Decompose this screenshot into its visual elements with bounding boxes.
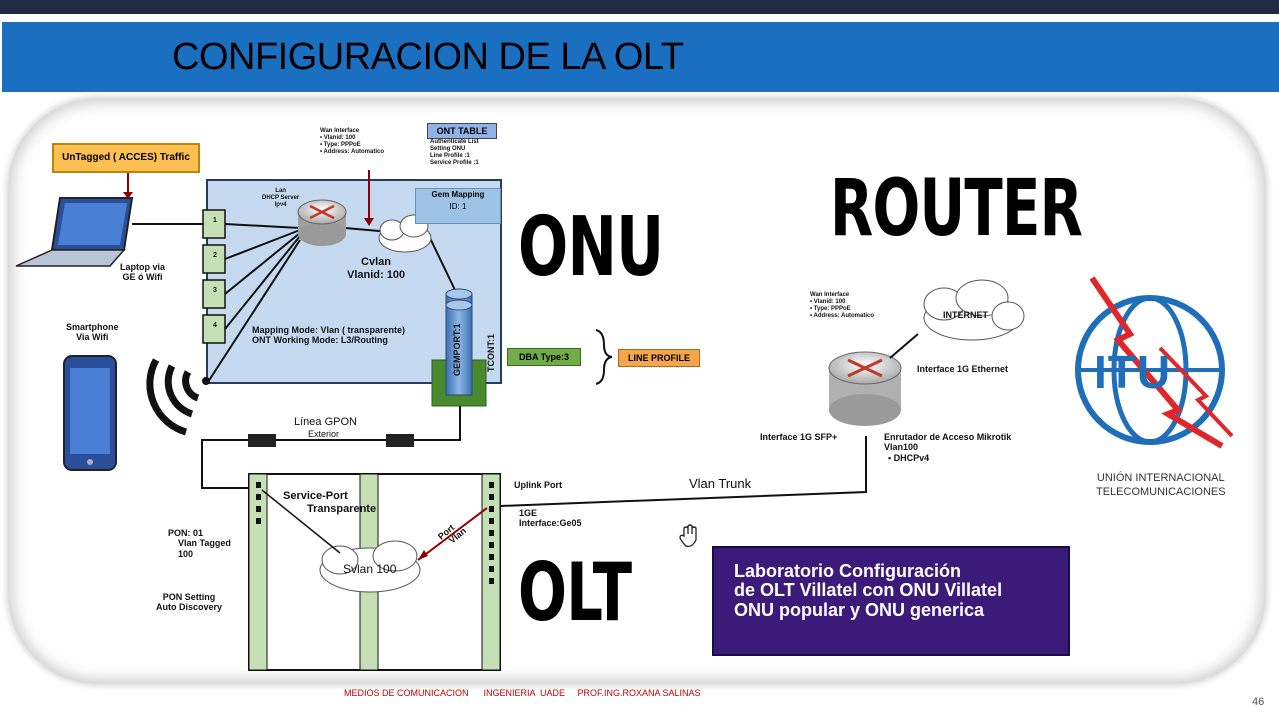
interface-1g-ethernet-label: Interface 1G Ethernet [917,364,1009,374]
mikrotik-router-icon [828,351,902,426]
olt-pon-stripe [248,473,268,671]
gpon-line [201,406,461,489]
page-number: 46 [1252,696,1265,708]
cvlan-label: Cvlan Vlanid: 100 [347,256,406,281]
itu-logo-text: ITU [1094,346,1172,398]
top-bar-divider [0,14,1279,18]
olt-heading: OLT [518,546,632,639]
itu-caption: UNIÓN INTERNACIONAL TELECOMUNICACIONES [1096,472,1226,498]
interface-1g-sfp-label: Interface 1G SFP+ [760,432,838,442]
onu-router-icon [297,199,347,246]
smartphone-label: Smartphone Via Wifi [66,322,119,343]
laptop-icon [15,197,134,267]
router-wan-interface: Wan Interface • Vlanid: 100 • Type: PPPo… [810,292,874,319]
pon-label: PON: 01 Vlan Tagged 100 [168,528,231,559]
port-3: 3 [213,287,217,294]
enrutador-label: Enrutador de Acceso Mikrotik Vlan100 • D… [884,432,1012,463]
untagged-traffic-label: UnTagged ( ACCES) Traffic [52,143,200,173]
service-port-label: Service-Port Transparente [283,490,377,515]
svlan-cloud [319,540,421,593]
splitter-1 [248,434,276,447]
slide-title: CONFIGURACION DE LA OLT [172,36,684,78]
svlan-label: Svlan 100 [343,562,397,576]
tcont-label: TCONT:1 [486,334,496,372]
smartphone-icon [63,355,117,471]
ont-table-label: ONT TABLE [427,123,497,139]
line-profile-label: LINE PROFILE [618,349,700,367]
laptop-label: Laptop via GE ó Wifi [120,262,166,283]
port-4: 4 [213,322,217,329]
gemport-label: GEMPORT:1 [452,323,462,376]
footer-text: MEDIOS DE COMUNICACION INGENIERIA UADE P… [344,688,701,698]
itu-logo [1075,276,1234,449]
port-2: 2 [213,252,217,259]
vlan-trunk-line [499,436,867,507]
router-heading: ROUTER [830,164,1083,254]
exterior-label: Exterior [308,429,340,439]
onu-heading: ONU [518,200,664,295]
internet-label: INTERNET [943,310,988,320]
lan-dhcp-label: Lan DHCP Server Ipv4 [262,188,300,208]
hand-cursor-icon [679,524,697,548]
pon-setting-label: PON Setting Auto Discovery [156,592,223,613]
internet-cloud [923,279,1025,341]
vlan-trunk-label: Vlan Trunk [689,476,752,491]
wifi-icon [146,358,210,436]
uplink-port-label: Uplink Port [514,480,563,490]
gem-mapping-box: Gem Mapping ID: 1 [415,188,501,224]
mapping-mode-label: Mapping Mode: Vlan ( transparente) ONT W… [252,325,406,346]
port-1: 1 [213,217,217,224]
linea-gpon-label: Línea GPON [294,416,357,428]
lab-title-box: Laboratorio Configuración de OLT Villate… [712,546,1070,656]
dba-type-label: DBA Type:3 [507,348,581,366]
interface-ge05-label: 1GE Interface:Ge05 [519,508,582,529]
splitter-2 [386,434,414,447]
top-bar [0,0,1279,14]
ont-table-items: Authenticate List Setting ONU Line Profi… [430,139,479,166]
lab-title-text: Laboratorio Configuración de OLT Villate… [734,561,1003,620]
brace [595,329,613,385]
title-band [2,22,1279,92]
onu-wan-interface: Wan Interface • Vlanid: 100 • Type: PPPo… [320,128,384,155]
